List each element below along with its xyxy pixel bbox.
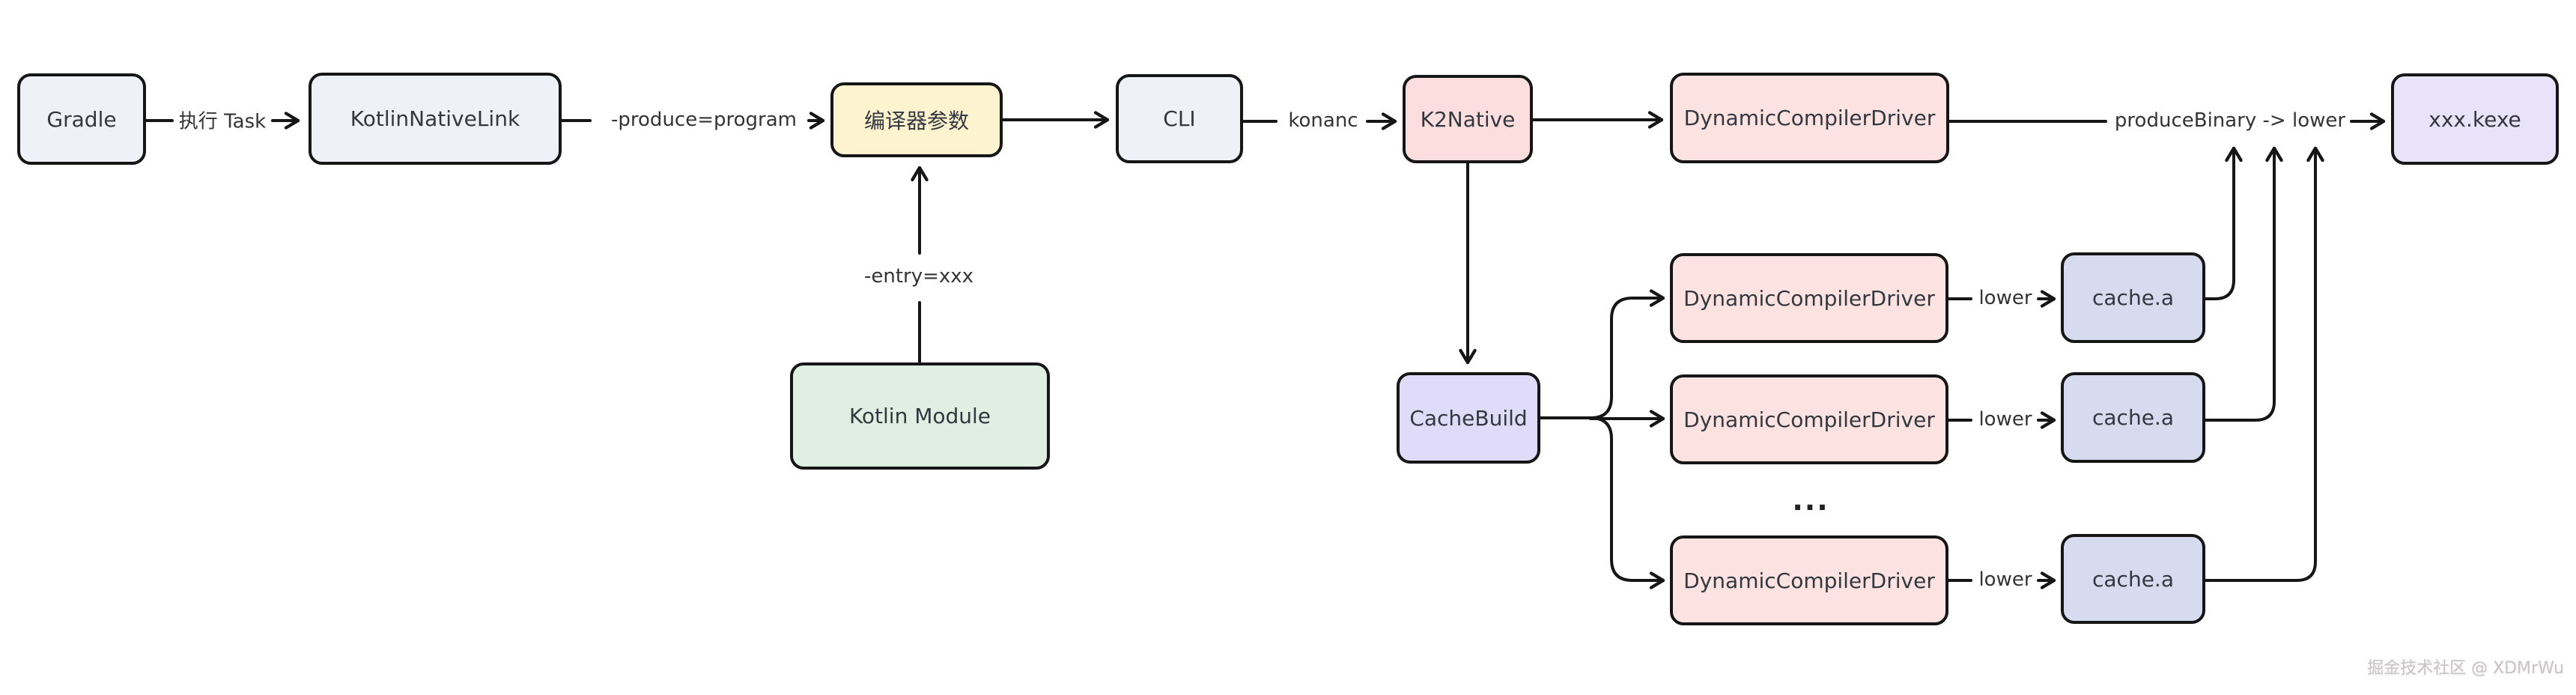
node-cache-a-2: cache.a <box>2061 372 2205 463</box>
node-cache-build: CacheBuild <box>1397 372 1540 464</box>
edge-label-lower-3: lower <box>1978 568 2032 591</box>
ellipsis-more-rows: ... <box>1792 484 1829 517</box>
node-xxx-kexe: xxx.kexe <box>2391 73 2559 165</box>
node-cli: CLI <box>1116 74 1243 163</box>
node-dynamic-compiler-driver-2: DynamicCompilerDriver <box>1670 374 1948 464</box>
edge-fork-to-dcd1 <box>1589 289 1665 419</box>
node-dynamic-compiler-driver-top: DynamicCompilerDriver <box>1670 73 1949 163</box>
edge-label-produce-binary: produceBinary -> lower <box>2114 109 2346 132</box>
node-cache-a-1: cache.a <box>2061 252 2205 343</box>
edge-cachea1-riser <box>2204 146 2243 300</box>
node-kotlin-native-link: KotlinNativeLink <box>309 73 562 165</box>
edge-label-run-task: 执行 Task <box>178 110 267 133</box>
edge-label-entry: -entry=xxx <box>863 265 974 288</box>
edge-label-konanc: konanc <box>1288 109 1358 132</box>
node-k2native: K2Native <box>1403 75 1533 163</box>
node-compiler-params: 编译器参数 <box>830 82 1003 157</box>
edge-label-lower-2: lower <box>1978 408 2032 431</box>
node-kotlin-module: Kotlin Module <box>790 362 1050 470</box>
edge-fork-to-dcd3 <box>1589 416 1665 589</box>
node-cache-a-3: cache.a <box>2061 534 2205 624</box>
node-dynamic-compiler-driver-1: DynamicCompilerDriver <box>1670 253 1948 343</box>
edge-label-lower-1: lower <box>1978 287 2032 309</box>
watermark: 掘金技术社区 @ XDMrWu <box>2367 659 2564 678</box>
edge-cachea2-riser <box>2204 146 2283 422</box>
edge-cachea3-riser <box>2202 146 2324 582</box>
node-gradle: Gradle <box>17 73 146 165</box>
node-dynamic-compiler-driver-3: DynamicCompilerDriver <box>1670 535 1948 625</box>
edge-label-produce-program: -produce=program <box>611 109 797 131</box>
